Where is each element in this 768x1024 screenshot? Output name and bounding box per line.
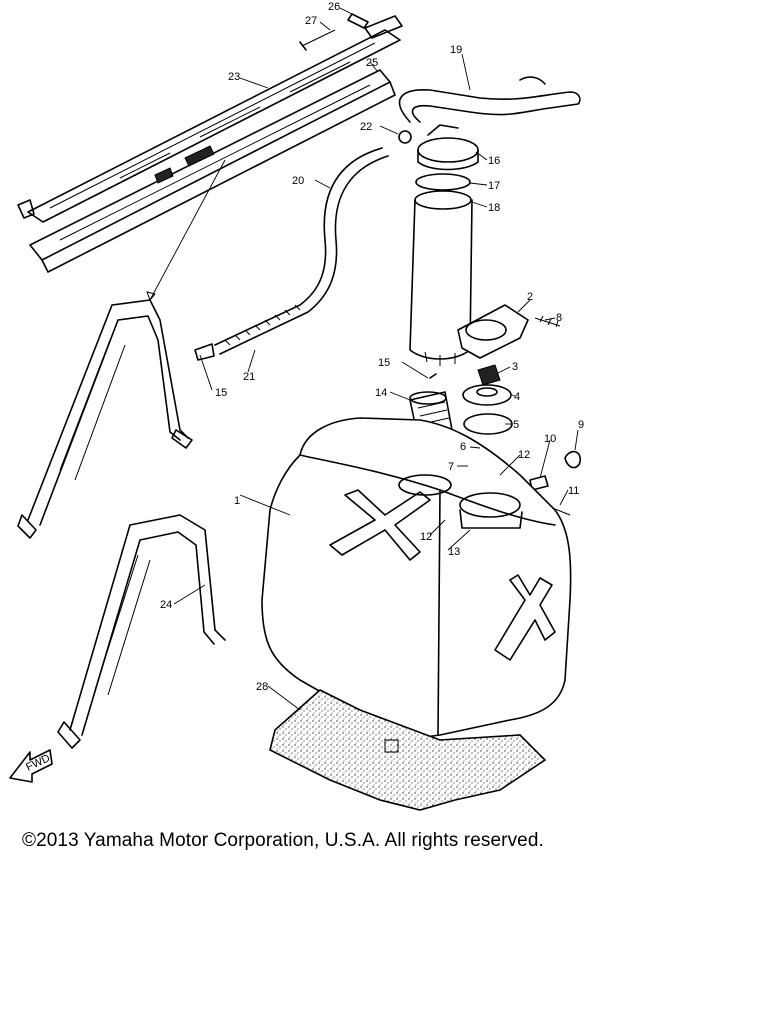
callout-25: 25 (366, 57, 378, 69)
callout-23: 23 (228, 71, 240, 83)
upper-bracket (17, 299, 193, 539)
part-24-bracket (57, 514, 226, 749)
callout-1: 1 (234, 495, 240, 507)
callout-21: 21 (243, 371, 255, 383)
callout-3: 3 (512, 361, 518, 373)
leader-lines (173, 7, 579, 711)
part-20-21-hose (194, 147, 389, 361)
callout-12b: 12 (420, 531, 432, 543)
part-2-filler-cap (457, 304, 561, 435)
callout-2: 2 (527, 291, 533, 303)
part-25-bar (29, 69, 396, 273)
callout-20: 20 (292, 175, 304, 187)
callout-12a: 12 (518, 449, 530, 461)
callout-15a: 15 (378, 357, 390, 369)
callout-10: 10 (544, 433, 556, 445)
callout-24: 24 (160, 599, 172, 611)
callout-28: 28 (256, 681, 268, 693)
part-19-hose (398, 76, 581, 123)
part-23-rail (17, 15, 403, 223)
callout-22: 22 (360, 121, 372, 133)
callout-4: 4 (514, 391, 520, 403)
callout-19: 19 (450, 44, 462, 56)
copyright-notice: ©2013 Yamaha Motor Corporation, U.S.A. A… (22, 830, 544, 851)
callout-6: 6 (460, 441, 466, 453)
part-28-mat (269, 689, 547, 811)
callout-labels: 1 2 3 4 5 6 7 8 9 10 11 12 12 13 14 15 1… (160, 1, 584, 693)
callout-27: 27 (305, 15, 317, 27)
callout-7: 7 (448, 461, 454, 473)
part-26-27-fasteners (299, 13, 369, 51)
part-1-fuel-tank (261, 417, 572, 738)
callout-11: 11 (568, 485, 579, 497)
fwd-arrow: FWD (9, 749, 53, 783)
callout-17: 17 (488, 180, 500, 192)
callout-13: 13 (448, 546, 460, 558)
callout-9: 9 (578, 419, 584, 431)
callout-15b: 15 (215, 387, 227, 399)
callout-8: 8 (556, 312, 562, 324)
callout-16: 16 (488, 155, 500, 167)
callout-18: 18 (488, 202, 500, 214)
callout-5: 5 (513, 419, 519, 431)
callout-14: 14 (375, 387, 387, 399)
callout-26: 26 (328, 1, 340, 13)
